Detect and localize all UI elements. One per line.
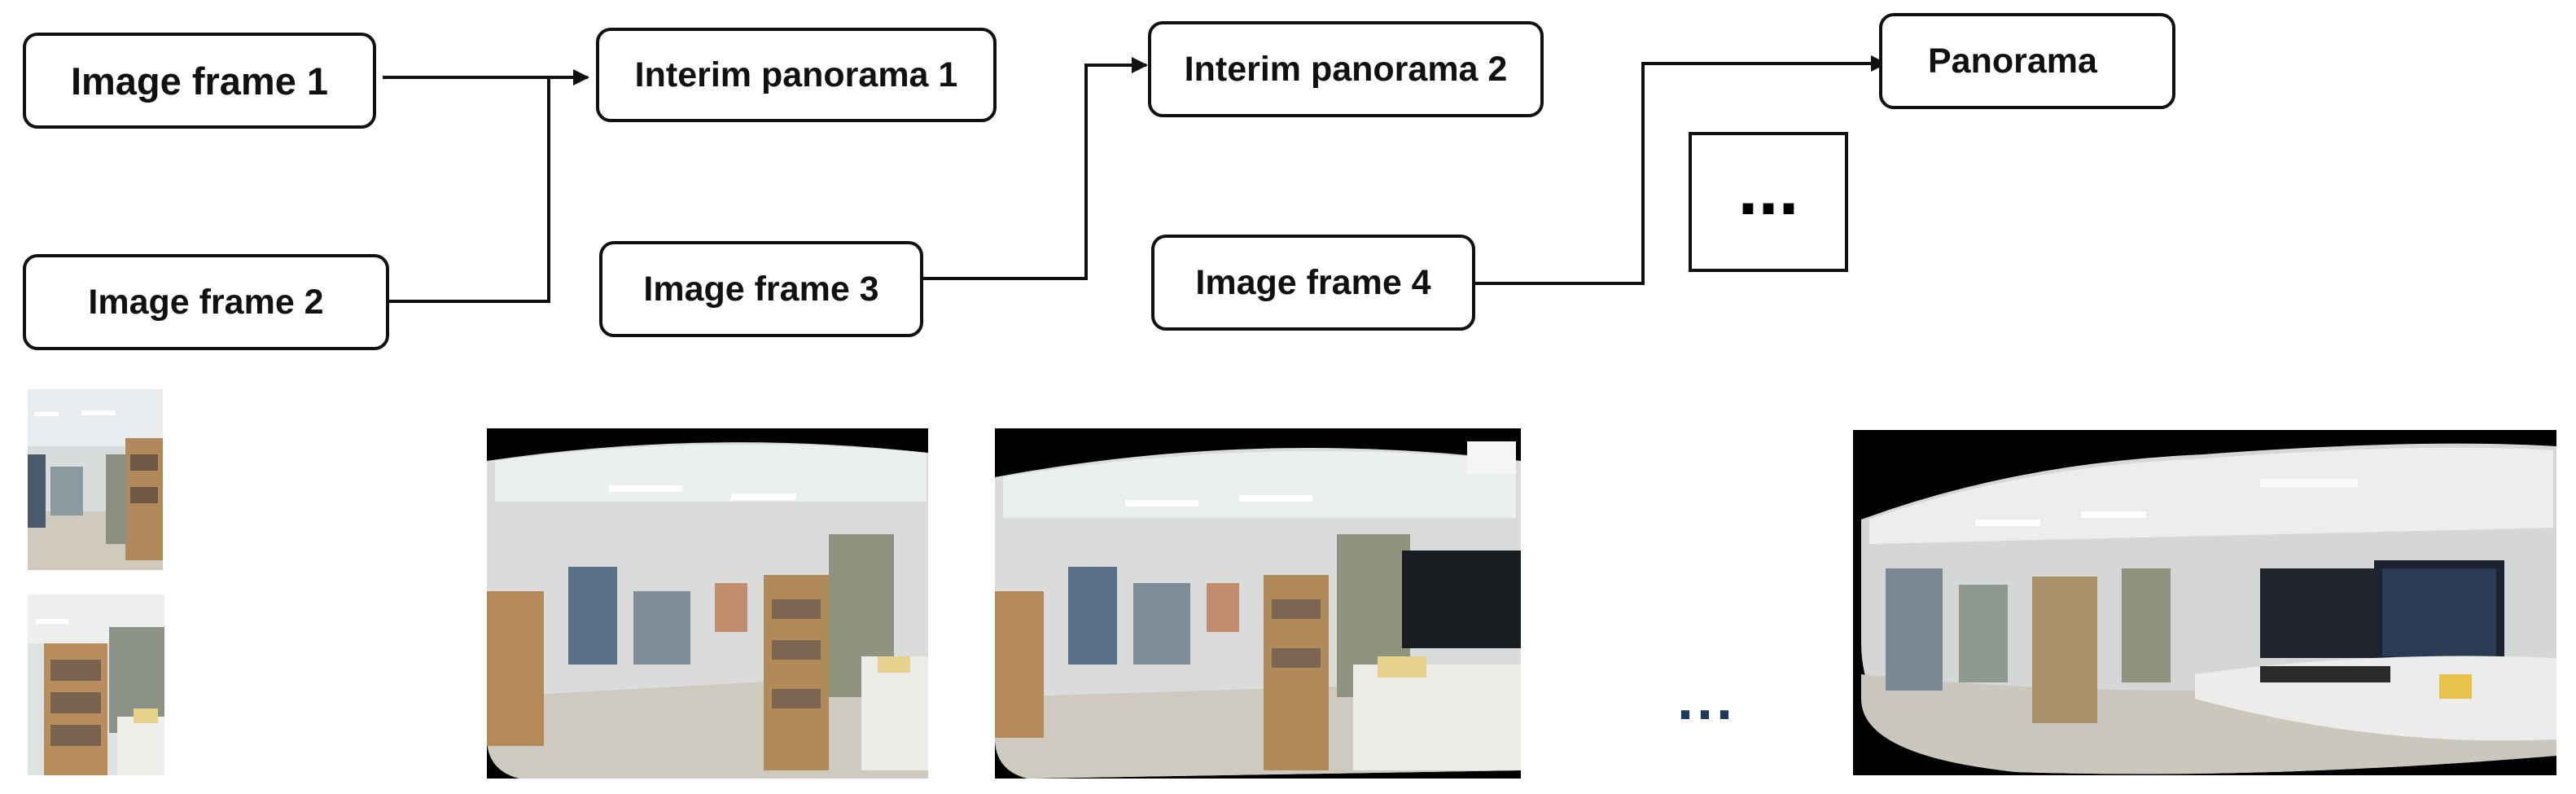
box-interim-panorama-1: Interim panorama 1 <box>596 28 997 122</box>
connector-frame2-interim1 <box>389 77 550 303</box>
box-image-frame-4: Image frame 4 <box>1151 235 1475 331</box>
connector-frame4-panorama <box>1475 55 1887 285</box>
box-image-frame-3: Image frame 3 <box>599 241 923 337</box>
box-ellipsis: ... <box>1689 132 1848 272</box>
box-panorama: Panorama <box>1879 13 2175 109</box>
ellipsis-bottom: ... <box>1677 667 1737 732</box>
connector-frame3-interim2 <box>923 57 1148 280</box>
photo-image-frame-1 <box>28 389 163 570</box>
box-interim-panorama-2: Interim panorama 2 <box>1148 21 1544 117</box>
photo-image-frame-2 <box>28 594 164 775</box>
box-image-frame-2: Image frame 2 <box>23 254 389 350</box>
photo-interim-panorama-2 <box>995 428 1521 779</box>
photo-final-panorama <box>1853 430 2556 775</box>
box-image-frame-1: Image frame 1 <box>23 33 376 129</box>
photo-interim-panorama-1 <box>487 428 928 779</box>
